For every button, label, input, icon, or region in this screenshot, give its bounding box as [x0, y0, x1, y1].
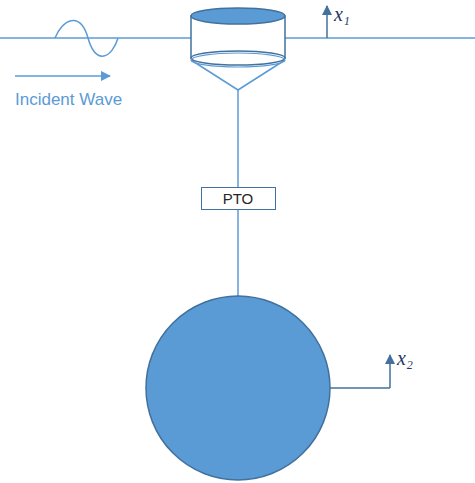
displacement-arrow [389, 355, 391, 388]
node-label: PTO [223, 190, 254, 207]
water-line [285, 37, 475, 39]
water-line [0, 37, 191, 39]
displacement-arrow [326, 6, 328, 38]
wave-curve [55, 21, 118, 57]
reference-line [330, 387, 390, 389]
tether-line [237, 210, 239, 296]
float-top [191, 8, 285, 24]
wave-direction-arrow [15, 75, 110, 77]
submerged-sphere [146, 296, 330, 480]
tether-line [237, 90, 239, 187]
float-bottom [191, 53, 285, 67]
pto-box: PTO [201, 187, 276, 210]
wave-label: Incident Wave [15, 91, 122, 108]
displacement-label: x₂ [397, 348, 413, 368]
displacement-label: x₁ [334, 4, 350, 24]
